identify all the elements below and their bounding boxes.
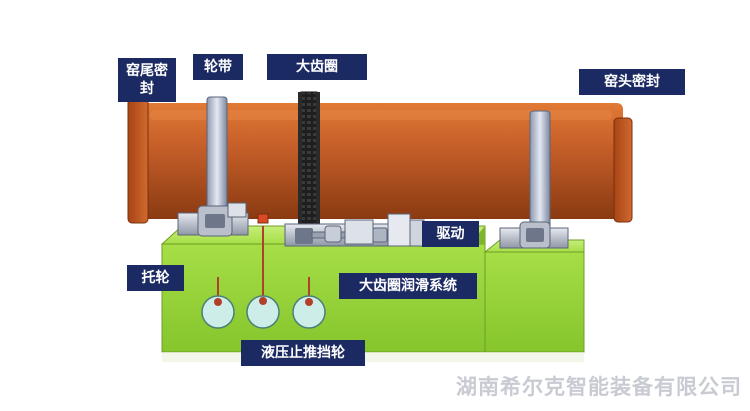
support-roller-left [177, 202, 269, 237]
label-tire: 轮带 [193, 54, 243, 80]
label-gear-lubrication: 大齿圈润滑系统 [339, 273, 477, 299]
drive-assembly [284, 213, 436, 247]
label-drive: 驱动 [422, 221, 479, 247]
gauge-3 [292, 295, 326, 329]
base-reflection [162, 352, 584, 362]
support-roller-right [499, 221, 569, 249]
label-kiln-head-seal: 窑头密封 [579, 69, 685, 95]
label-support-roller: 托轮 [127, 265, 184, 291]
gauge-1 [201, 295, 235, 329]
right-foundation [483, 239, 585, 353]
gauge-2 [246, 295, 280, 329]
girth-gear [298, 91, 320, 233]
label-kiln-tail-seal: 窑尾密封 [118, 58, 176, 102]
label-thrust-roller: 液压止推挡轮 [241, 340, 365, 366]
tire-right [529, 110, 551, 230]
kiln-body [127, 98, 633, 224]
company-watermark: 湖南希尔克智能装备有限公司 [456, 374, 742, 399]
label-girth-gear: 大齿圈 [267, 54, 367, 80]
